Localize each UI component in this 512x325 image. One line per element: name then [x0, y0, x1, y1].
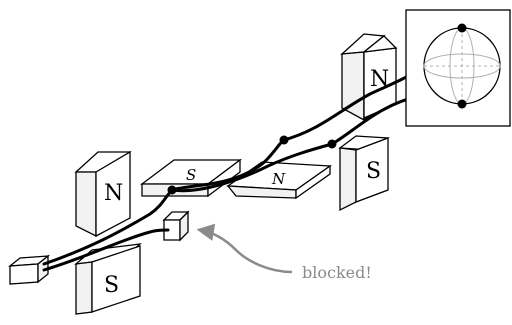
- magnet-n-upper-right-label: N: [370, 67, 389, 92]
- junction-dot: [167, 185, 177, 195]
- magnet-s-flat-label: S: [186, 166, 196, 184]
- junction-dot: [327, 139, 337, 149]
- beam-blocked-branch: [42, 228, 170, 272]
- detector-panel: [405, 9, 511, 127]
- blocking-cube: [162, 210, 190, 242]
- magnet-n-left-label: N: [104, 181, 123, 206]
- magnet-n-left: N: [74, 150, 132, 238]
- magnet-s-lower-left-label: S: [104, 273, 119, 298]
- magnet-s-lower-left: S: [73, 243, 143, 315]
- oven-box: [7, 254, 51, 285]
- beam-junction-dots: [167, 135, 337, 195]
- junction-dot: [279, 135, 289, 145]
- sphere-bottom-dot: [457, 99, 467, 109]
- beam-paths: [42, 26, 469, 272]
- magnet-s-right: S: [338, 135, 390, 212]
- blocked-arrow: [196, 223, 293, 274]
- magnet-n-flat: N: [226, 161, 332, 200]
- magnet-s-right-label: S: [366, 159, 381, 184]
- blocked-label: blocked!: [302, 263, 372, 282]
- beam-main: [42, 26, 469, 266]
- blocked-annotation: blocked!: [196, 223, 372, 282]
- sphere-top-dot: [457, 23, 467, 33]
- bloch-sphere: [423, 27, 501, 105]
- magnet-n-upper-right: N: [340, 33, 398, 122]
- magnet-n-flat-label: N: [271, 170, 286, 188]
